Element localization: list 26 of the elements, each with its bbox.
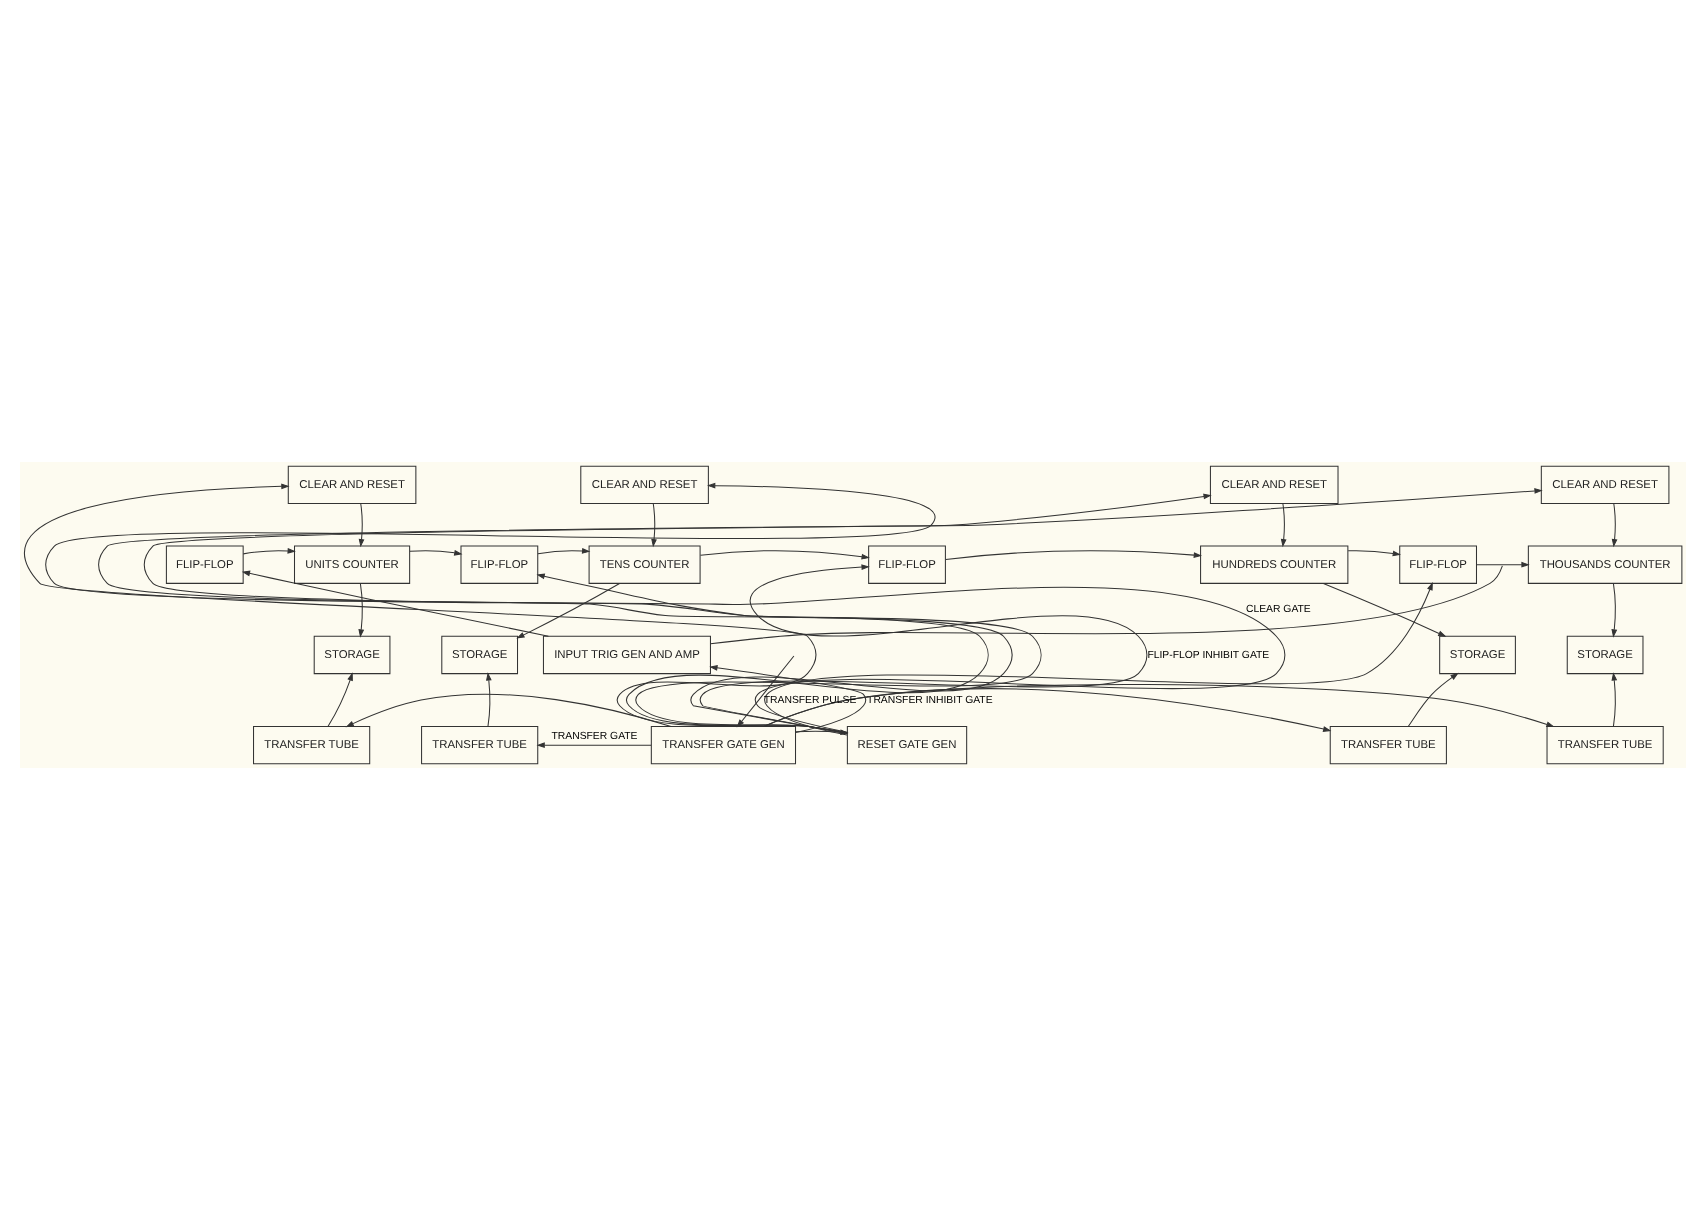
arrow (241, 569, 549, 636)
arrow (651, 502, 657, 547)
arrow (409, 548, 463, 555)
arrow (536, 741, 652, 748)
arrow (1611, 502, 1618, 547)
arrow (242, 547, 296, 554)
arrow (327, 671, 353, 726)
arrow (1407, 671, 1459, 726)
arrow (1322, 581, 1447, 636)
arrow (1611, 582, 1618, 637)
arrow (736, 654, 795, 727)
arrow (485, 671, 492, 726)
arrow (143, 487, 1543, 732)
arrow (516, 582, 621, 638)
arrow (358, 502, 365, 547)
arrow (345, 692, 672, 727)
arrow (945, 549, 1202, 559)
arrow (537, 547, 591, 554)
arrow (358, 582, 365, 637)
arrow (1280, 502, 1287, 547)
arrow (1611, 671, 1618, 726)
arrow (1476, 560, 1530, 567)
arrow (763, 682, 1555, 727)
arrow (1347, 549, 1401, 556)
connector (710, 564, 1503, 644)
arrow (699, 549, 870, 559)
